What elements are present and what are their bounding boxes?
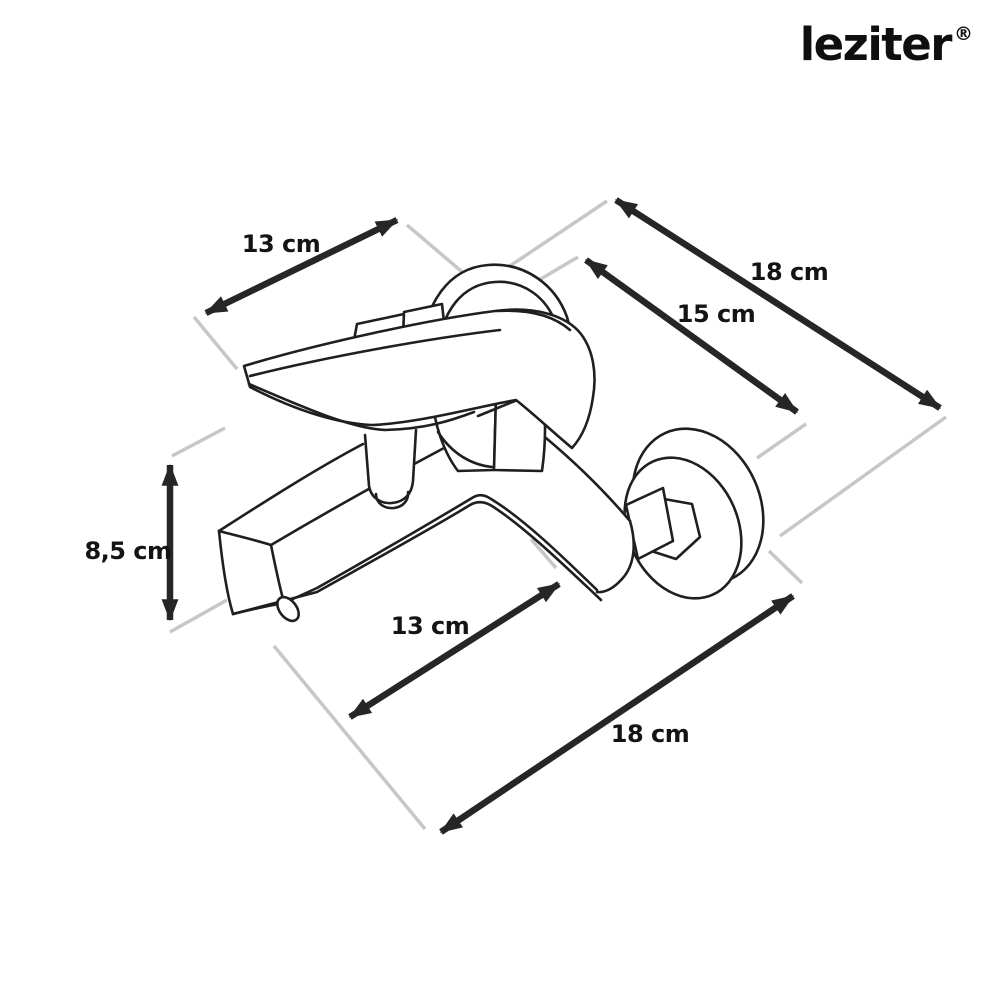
guide-line — [192, 315, 239, 371]
lever-handle — [242, 308, 596, 450]
spout-front-lower-edge — [282, 493, 599, 605]
dimension-label-spout-length: 13 cm — [391, 612, 470, 640]
spout-endface-left — [217, 529, 235, 616]
dimension-label-height: 8,5 cm — [84, 537, 171, 565]
dimension-label-inner-depth: 15 cm — [677, 300, 756, 328]
arrow-inner-depth — [584, 257, 799, 415]
handle-top-crease — [248, 328, 502, 378]
dimension-arrows — [161, 197, 942, 835]
handle-underside-line — [247, 382, 476, 432]
faucet-drawing — [217, 263, 765, 623]
spout-endface-top — [217, 529, 273, 547]
arrow-outer-depth — [614, 197, 942, 411]
brand-logo-text: leziter — [799, 18, 953, 71]
dimension-label-outer-depth: 18 cm — [750, 258, 829, 286]
guide-line — [171, 426, 226, 458]
spout-bottom-edge — [231, 500, 603, 616]
registered-trademark-icon: ® — [954, 23, 973, 45]
arrow-spout-length — [348, 581, 561, 720]
spout-top-far-edge — [217, 442, 365, 533]
spout-elbow-far-edge — [544, 436, 632, 523]
dimension-label-top-width: 13 cm — [242, 230, 321, 258]
spout-top-near-edge — [269, 446, 446, 547]
guide-lines — [169, 199, 948, 831]
dimension-labels: 13 cm 18 cm 15 cm 8,5 cm 13 cm 18 cm — [84, 230, 828, 748]
wall-connector — [624, 486, 702, 561]
arrow-overall-length — [439, 593, 795, 835]
spout-outlet-hole — [276, 595, 300, 623]
guide-line — [272, 644, 427, 831]
aerator-cylinder — [363, 428, 418, 510]
guide-line — [169, 598, 228, 634]
aerator-tip-cap — [374, 490, 410, 510]
guide-line — [529, 537, 558, 570]
brand-logo: leziter® — [800, 22, 973, 67]
handle-cap-crease — [495, 309, 572, 332]
arrow-top-width — [204, 217, 399, 316]
body-rim-line — [436, 430, 494, 469]
guide-line — [756, 422, 807, 460]
spout-elbow-end — [595, 519, 636, 594]
spout — [217, 430, 636, 623]
guide-line — [767, 549, 804, 585]
guide-line — [778, 415, 948, 538]
dimension-label-overall-length: 18 cm — [611, 720, 690, 748]
